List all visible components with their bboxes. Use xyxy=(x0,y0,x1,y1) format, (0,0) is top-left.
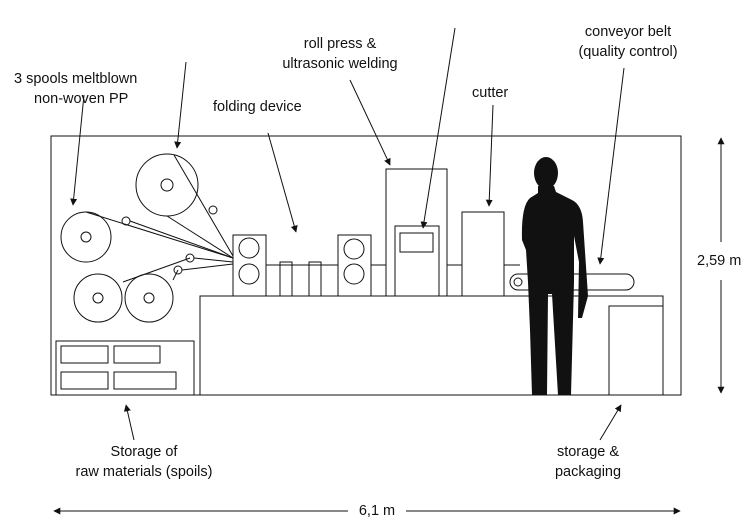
raw-storage-arrow xyxy=(123,404,135,441)
conveyor-belt xyxy=(509,273,635,291)
folding-plate xyxy=(279,261,293,297)
rollpress-arrow xyxy=(349,79,391,166)
folding-unit-left xyxy=(232,234,267,297)
rollpress-label-line1: roll press & xyxy=(303,36,377,52)
person-silhouette-icon xyxy=(521,157,588,395)
raw-storage-label: Storage of raw materials (spoils) xyxy=(59,442,229,482)
packaging-arrow xyxy=(599,404,622,441)
width-dimension-label: 6,1 m xyxy=(358,503,396,519)
packaging-label-line1: storage & xyxy=(556,444,620,460)
folding-plate xyxy=(308,261,322,297)
fabric-paths xyxy=(85,154,234,283)
raw-storage-label-line2: raw materials (spoils) xyxy=(75,464,213,480)
spools-arrow xyxy=(70,94,85,206)
welding-arrow xyxy=(420,27,456,229)
roll-press-machine xyxy=(385,168,448,297)
cutter-label: cutter xyxy=(472,85,509,101)
guide-roller xyxy=(208,205,218,215)
folding-arrow xyxy=(267,132,298,233)
conveyor-arrow xyxy=(597,67,625,265)
spools-label-line1: 3 spools meltblown xyxy=(14,71,138,87)
spool-bottom-right xyxy=(124,273,174,323)
cutter-machine xyxy=(461,211,505,297)
rollpress-label-line2: ultrasonic welding xyxy=(282,56,398,72)
rollpress-label: roll press & ultrasonic welding xyxy=(275,34,405,74)
folding-unit-right xyxy=(337,234,372,297)
height-dimension-label: 2,59 m xyxy=(697,253,742,269)
cutter-arrow xyxy=(485,104,494,207)
conveyor-label-line2: (quality control) xyxy=(578,44,678,60)
folding-label: folding device xyxy=(213,99,302,115)
spool-bottom-left xyxy=(73,273,123,323)
spools-label-line2: non-woven PP xyxy=(34,91,129,107)
conveyor-label-line1: conveyor belt xyxy=(584,24,672,40)
spool-top xyxy=(135,153,199,217)
packaging-label: storage & packaging xyxy=(540,442,636,482)
raw-storage-label-line1: Storage of xyxy=(110,444,178,460)
packaging-storage-box xyxy=(608,305,664,396)
room-outline xyxy=(50,135,682,396)
raw-materials-storage xyxy=(55,340,195,396)
work-table xyxy=(199,295,664,395)
packaging-label-line2: packaging xyxy=(554,464,622,480)
spools-top-arrow xyxy=(174,61,187,149)
conveyor-label: conveyor belt (quality control) xyxy=(568,22,688,62)
spool-left xyxy=(60,211,112,263)
spools-label: 3 spools meltblown non-woven PP xyxy=(14,69,137,109)
